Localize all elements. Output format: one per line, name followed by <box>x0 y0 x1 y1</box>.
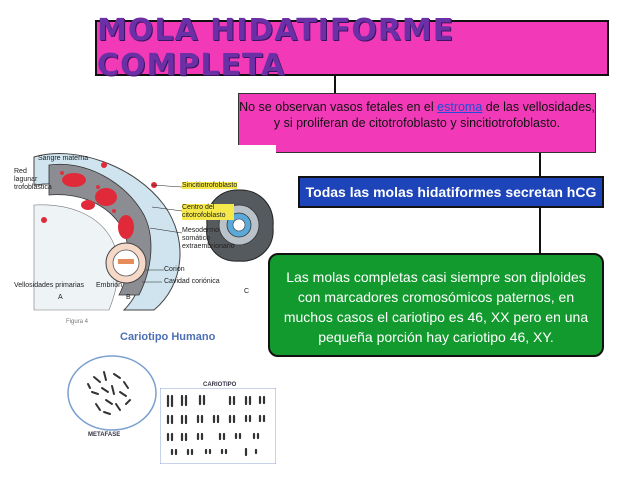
metaphase-illustration <box>67 355 157 431</box>
karyotype-title: Cariotipo Humano <box>120 331 216 343</box>
karyotype-info-box: Las molas completas casi siempre son dip… <box>268 253 604 357</box>
figure-label: Figura 4 <box>66 319 89 325</box>
label-cavidad-corionica: Cavidad coriónica <box>164 278 220 285</box>
fetal-vessels-box: No se observan vasos fetales en el estro… <box>238 93 596 153</box>
label-red-lagunar: Red lagunar trofoblástica <box>14 168 52 191</box>
connector-line <box>334 76 336 93</box>
label-c: C <box>244 288 250 295</box>
metafase-label: METAFASE <box>88 432 121 438</box>
estroma-link[interactable]: estroma <box>437 100 483 114</box>
hcg-text: Todas las molas hidatiformes secretan hC… <box>305 184 597 200</box>
karyotype-illustration <box>160 388 276 464</box>
page-title: MOLA HIDATIFORME COMPLETA <box>97 13 455 83</box>
cariotipo-label: CARIOTIPO <box>203 382 237 388</box>
karyotype-info-text: Las molas completas casi siempre son dip… <box>283 269 589 345</box>
label-vellosidades: Vellosidades primarias <box>14 282 85 289</box>
label-sincitiotrofoblasto: Sincitiotrofoblasto <box>182 182 238 189</box>
box1-text-after: de las vellosidades, y si proliferan de … <box>273 100 595 130</box>
placenta-illustration <box>14 145 276 315</box>
label-centro-citotrofoblasto: Centro del citotrofoblasto <box>182 204 234 220</box>
label-corion: Corion <box>164 266 185 273</box>
label-b: B <box>126 294 131 301</box>
hcg-box: Todas las molas hidatiformes secretan hC… <box>298 176 604 208</box>
label-embrion: Embrión <box>96 282 123 289</box>
label-sangre-materna: Sangre materna <box>38 155 89 162</box>
box1-text-before: No se observan vasos fetales en el <box>239 100 438 114</box>
title-box: MOLA HIDATIFORME COMPLETA <box>95 13 609 83</box>
label-mesodermo: Mesodermo somático extraembrionario <box>182 227 235 250</box>
connector-line <box>539 153 541 176</box>
connector-line <box>539 208 541 253</box>
label-a: A <box>58 294 63 301</box>
